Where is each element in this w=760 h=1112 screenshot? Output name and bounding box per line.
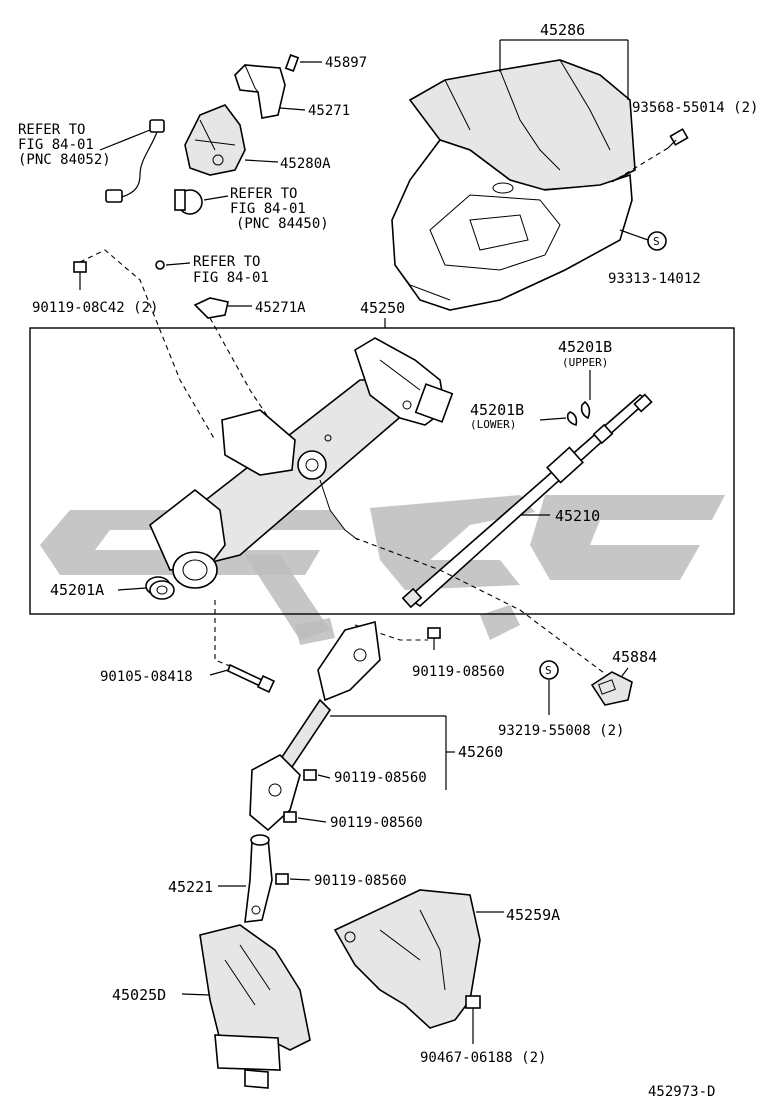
refer-fig-line1: REFER TO: [193, 254, 260, 270]
pad-45884[interactable]: [590, 671, 633, 706]
bushing-45201a[interactable]: [145, 576, 175, 600]
refer-84450-line3: (PNC 84450): [236, 216, 329, 232]
clip-93219-icon[interactable]: S: [539, 660, 559, 680]
label-45259a: 45259A: [506, 906, 560, 924]
label-45271a: 45271A: [255, 300, 306, 316]
refer-84450-line1: REFER TO: [230, 186, 297, 202]
label-93313: 93313-14012: [608, 271, 701, 287]
refer-84450-line2: FIG 84-01: [230, 201, 306, 217]
label-45271: 45271: [308, 103, 350, 119]
label-90119-08560-d: 90119-08560: [314, 873, 407, 889]
steering-column-tube[interactable]: [149, 337, 454, 589]
label-45201a: 45201A: [50, 581, 104, 599]
label-45280a: 45280A: [280, 156, 331, 172]
svg-text:S: S: [545, 664, 552, 677]
clip-93313-icon[interactable]: S: [647, 231, 667, 251]
bolt-90119-08c42-icon[interactable]: [73, 261, 87, 290]
label-90119-08560-b: 90119-08560: [334, 770, 427, 786]
clip-45201b-lower[interactable]: [566, 411, 578, 427]
bracket-45271[interactable]: [234, 64, 286, 119]
bolt-90105-icon[interactable]: [227, 663, 276, 694]
label-45201b-lower: 45201B: [470, 401, 524, 419]
refer-84052-line3: (PNC 84052): [18, 152, 111, 168]
label-45201b-upper: 45201B: [558, 338, 612, 356]
column-cover-45286[interactable]: [391, 59, 636, 311]
bolt-90119-08560-d-icon[interactable]: [275, 873, 289, 885]
label-90119-08c42: 90119-08C42 (2): [32, 300, 158, 316]
clip-90467-icon[interactable]: [465, 995, 481, 1020]
watermark-logo: [40, 495, 725, 645]
sensor-84450[interactable]: [174, 189, 203, 215]
label-45250: 45250: [360, 299, 405, 317]
label-45221: 45221: [168, 878, 213, 896]
bracket-45271a[interactable]: [193, 297, 229, 319]
clip-45201b-upper[interactable]: [580, 400, 591, 420]
lower-shaft-45221[interactable]: [244, 834, 273, 923]
switch-45280a[interactable]: [184, 104, 246, 176]
label-90467: 90467-06188 (2): [420, 1050, 546, 1066]
bolt-90119-08560-c-icon[interactable]: [283, 811, 297, 823]
label-90105: 90105-08418: [100, 669, 193, 685]
label-45025d: 45025D: [112, 986, 166, 1004]
label-93568: 93568-55014 (2): [632, 100, 758, 116]
label-45201b-upper-note: (UPPER): [562, 356, 608, 369]
cover-45259a[interactable]: [333, 889, 481, 1029]
assembly-box-45250: [29, 318, 735, 615]
refer-fig-line2: FIG 84-01: [193, 270, 269, 286]
screw-93568-icon[interactable]: [667, 128, 689, 149]
bolt-90119-08560-b-icon[interactable]: [303, 769, 317, 781]
label-45201b-lower-note: (LOWER): [470, 418, 516, 431]
clip-refer-fig[interactable]: [155, 260, 165, 270]
screw-45897-icon[interactable]: [284, 54, 300, 72]
label-45897: 45897: [325, 55, 367, 71]
intermediate-shaft-45260[interactable]: [249, 620, 381, 832]
diagram-id: 452973-D: [648, 1084, 715, 1100]
label-90119-08560-c: 90119-08560: [330, 815, 423, 831]
label-93219: 93219-55008 (2): [498, 723, 624, 739]
bolt-90119-08560-a-icon[interactable]: [427, 627, 441, 650]
wire-harness-84052[interactable]: [105, 119, 165, 203]
label-45286: 45286: [540, 21, 585, 39]
refer-84052-line1: REFER TO: [18, 122, 85, 138]
boot-45025d[interactable]: [199, 924, 311, 1089]
label-45260: 45260: [458, 743, 503, 761]
label-45210: 45210: [555, 507, 600, 525]
svg-text:S: S: [653, 235, 660, 248]
label-45884: 45884: [612, 648, 657, 666]
refer-84052-line2: FIG 84-01: [18, 137, 94, 153]
label-90119-08560-a: 90119-08560: [412, 664, 505, 680]
main-shaft-45210[interactable]: [401, 393, 653, 609]
